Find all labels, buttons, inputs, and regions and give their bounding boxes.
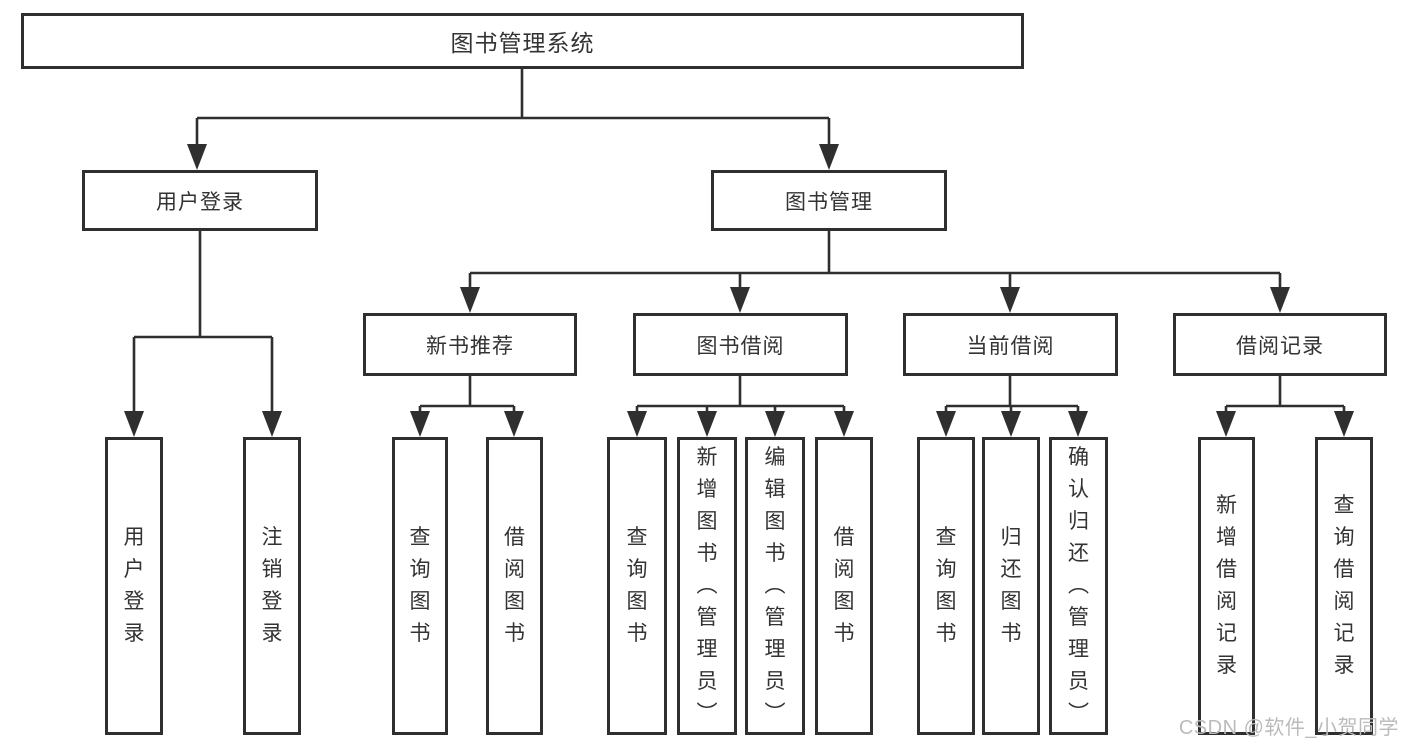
leaf-return-books: 归还图书 bbox=[982, 437, 1040, 735]
leaf-label-char: 查 bbox=[409, 526, 431, 549]
leaf-label-char: 编 bbox=[764, 446, 786, 469]
leaf-query-borrow-record: 查询借阅记录 bbox=[1315, 437, 1373, 735]
leaf-recommend-query-books: 查询图书 bbox=[392, 437, 448, 735]
leaf-label-char: 借 bbox=[1216, 558, 1237, 581]
leaf-label-char: 确 bbox=[1068, 446, 1089, 469]
leaf-label-char: 书 bbox=[504, 622, 525, 645]
leaf-label-char: 询 bbox=[935, 558, 957, 581]
leaf-label-char: 归 bbox=[1068, 510, 1089, 533]
leaf-label-char: 还 bbox=[1068, 542, 1089, 565]
leaf-label-char: 阅 bbox=[833, 558, 855, 581]
leaf-label-char: 员 bbox=[1068, 670, 1089, 693]
leaf-label-char: 查 bbox=[1333, 494, 1355, 517]
csdn-watermark: CSDN @软件_小贺同学 bbox=[1178, 717, 1399, 739]
leaf-edit-books-admin: 编辑图书 ︵ 管理员 ︶ bbox=[745, 437, 805, 735]
leaf-label-char: 增 bbox=[1216, 526, 1237, 549]
leaf-label-char: 书 bbox=[626, 622, 648, 645]
leaf-label-char: 查 bbox=[626, 526, 648, 549]
leaf-label-char: 管 bbox=[1068, 606, 1089, 629]
node-user-login: 用户登录 bbox=[82, 170, 318, 231]
leaf-label-char: ︵ bbox=[764, 574, 786, 597]
leaf-label-char: ︶ bbox=[764, 702, 786, 725]
leaf-label-char: 图 bbox=[1000, 590, 1022, 613]
leaf-label-char: 销 bbox=[261, 558, 283, 581]
leaf-label-char: 书 bbox=[1000, 622, 1022, 645]
leaf-label-char: 借 bbox=[504, 526, 525, 549]
node-root-library-system: 图书管理系统 bbox=[21, 13, 1024, 69]
leaf-label-char: 认 bbox=[1068, 478, 1089, 501]
leaf-label-char: 管 bbox=[764, 606, 786, 629]
leaf-add-borrow-record: 新增借阅记录 bbox=[1198, 437, 1255, 735]
leaf-label-char: 借 bbox=[833, 526, 855, 549]
node-book-borrow: 图书借阅 bbox=[633, 313, 848, 376]
node-book-management: 图书管理 bbox=[711, 170, 947, 231]
leaf-label-char: 录 bbox=[261, 622, 283, 645]
leaf-label-char: 录 bbox=[123, 622, 145, 645]
leaf-logout: 注销登录 bbox=[243, 437, 301, 735]
leaf-label-char: 书 bbox=[935, 622, 957, 645]
leaf-label-char: 书 bbox=[409, 622, 431, 645]
leaf-label-char: ︶ bbox=[1068, 702, 1089, 725]
leaf-label-char: 询 bbox=[626, 558, 648, 581]
leaf-label-char: 录 bbox=[1333, 654, 1355, 677]
leaf-label-char: 阅 bbox=[1333, 590, 1355, 613]
leaf-label-char: 书 bbox=[833, 622, 855, 645]
leaf-label-char: 理 bbox=[764, 638, 786, 661]
leaf-label-char: 注 bbox=[261, 526, 283, 549]
leaf-label-char: 理 bbox=[696, 638, 718, 661]
leaf-label-char: 查 bbox=[935, 526, 957, 549]
leaf-label-char: 员 bbox=[764, 670, 786, 693]
node-current-borrow: 当前借阅 bbox=[903, 313, 1118, 376]
leaf-label-char: 图 bbox=[626, 590, 648, 613]
leaf-label-char: 新 bbox=[1216, 494, 1237, 517]
leaf-confirm-return-admin: 确认归还 ︵ 管理员 ︶ bbox=[1049, 437, 1108, 735]
leaf-recommend-borrow-books: 借阅图书 bbox=[486, 437, 543, 735]
leaf-label-char: 阅 bbox=[504, 558, 525, 581]
node-new-book-recommend: 新书推荐 bbox=[363, 313, 577, 376]
leaf-label-char: 图 bbox=[696, 510, 718, 533]
leaf-label-char: 图 bbox=[935, 590, 957, 613]
leaf-label-char: 新 bbox=[696, 446, 718, 469]
leaf-borrow-borrow-books: 借阅图书 bbox=[815, 437, 873, 735]
leaf-label-char: 记 bbox=[1333, 622, 1355, 645]
leaf-label-char: ︵ bbox=[1068, 574, 1089, 597]
leaf-label-char: 书 bbox=[696, 542, 718, 565]
leaf-label-char: 增 bbox=[696, 478, 718, 501]
leaf-label-char: 询 bbox=[409, 558, 431, 581]
leaf-label-char: 借 bbox=[1333, 558, 1355, 581]
leaf-label-char: 书 bbox=[764, 542, 786, 565]
leaf-label-char: 登 bbox=[123, 590, 145, 613]
leaf-label-char: ︶ bbox=[696, 702, 718, 725]
leaf-label-char: 管 bbox=[696, 606, 718, 629]
leaf-user-login: 用户登录 bbox=[105, 437, 163, 735]
leaf-borrow-query-books: 查询图书 bbox=[607, 437, 667, 735]
leaf-label-char: 员 bbox=[696, 670, 718, 693]
leaf-label-char: 阅 bbox=[1216, 590, 1237, 613]
leaf-label-char: 归 bbox=[1000, 526, 1022, 549]
leaf-current-query-books: 查询图书 bbox=[917, 437, 975, 735]
leaf-label-char: 用 bbox=[123, 526, 145, 549]
leaf-label-char: ︵ bbox=[696, 574, 718, 597]
leaf-label-char: 理 bbox=[1068, 638, 1089, 661]
leaf-label-char: 图 bbox=[764, 510, 786, 533]
leaf-label-char: 还 bbox=[1000, 558, 1022, 581]
node-borrow-records: 借阅记录 bbox=[1173, 313, 1387, 376]
leaf-label-char: 图 bbox=[409, 590, 431, 613]
leaf-label-char: 户 bbox=[123, 558, 145, 581]
leaf-label-char: 记 bbox=[1216, 622, 1237, 645]
leaf-label-char: 图 bbox=[504, 590, 525, 613]
leaf-label-char: 图 bbox=[833, 590, 855, 613]
leaf-label-char: 询 bbox=[1333, 526, 1355, 549]
leaf-label-char: 录 bbox=[1216, 654, 1237, 677]
leaf-label-char: 辑 bbox=[764, 478, 786, 501]
leaf-add-books-admin: 新增图书 ︵ 管理员 ︶ bbox=[677, 437, 737, 735]
leaf-label-char: 登 bbox=[261, 590, 283, 613]
